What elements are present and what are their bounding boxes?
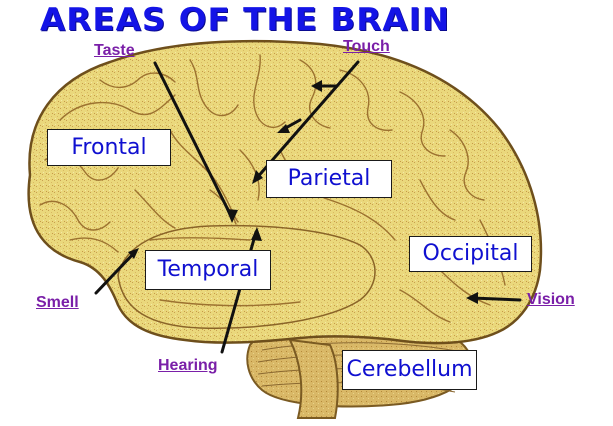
smell-callout: Smell [36,294,79,311]
frontal-lobe-label: Frontal [47,129,171,166]
taste-callout: Taste [94,42,135,59]
cerebellum-label: Cerebellum [342,350,477,390]
occipital-lobe-label: Occipital [409,236,532,272]
parietal-lobe-label: Parietal [266,160,392,198]
vision-callout: Vision [527,291,575,308]
touch-callout: Touch [343,38,390,55]
hearing-callout: Hearing [158,357,218,374]
page-title: AREAS OF THE BRAIN [40,2,451,38]
temporal-lobe-label: Temporal [145,250,271,290]
brain-stem-shape [288,338,339,419]
